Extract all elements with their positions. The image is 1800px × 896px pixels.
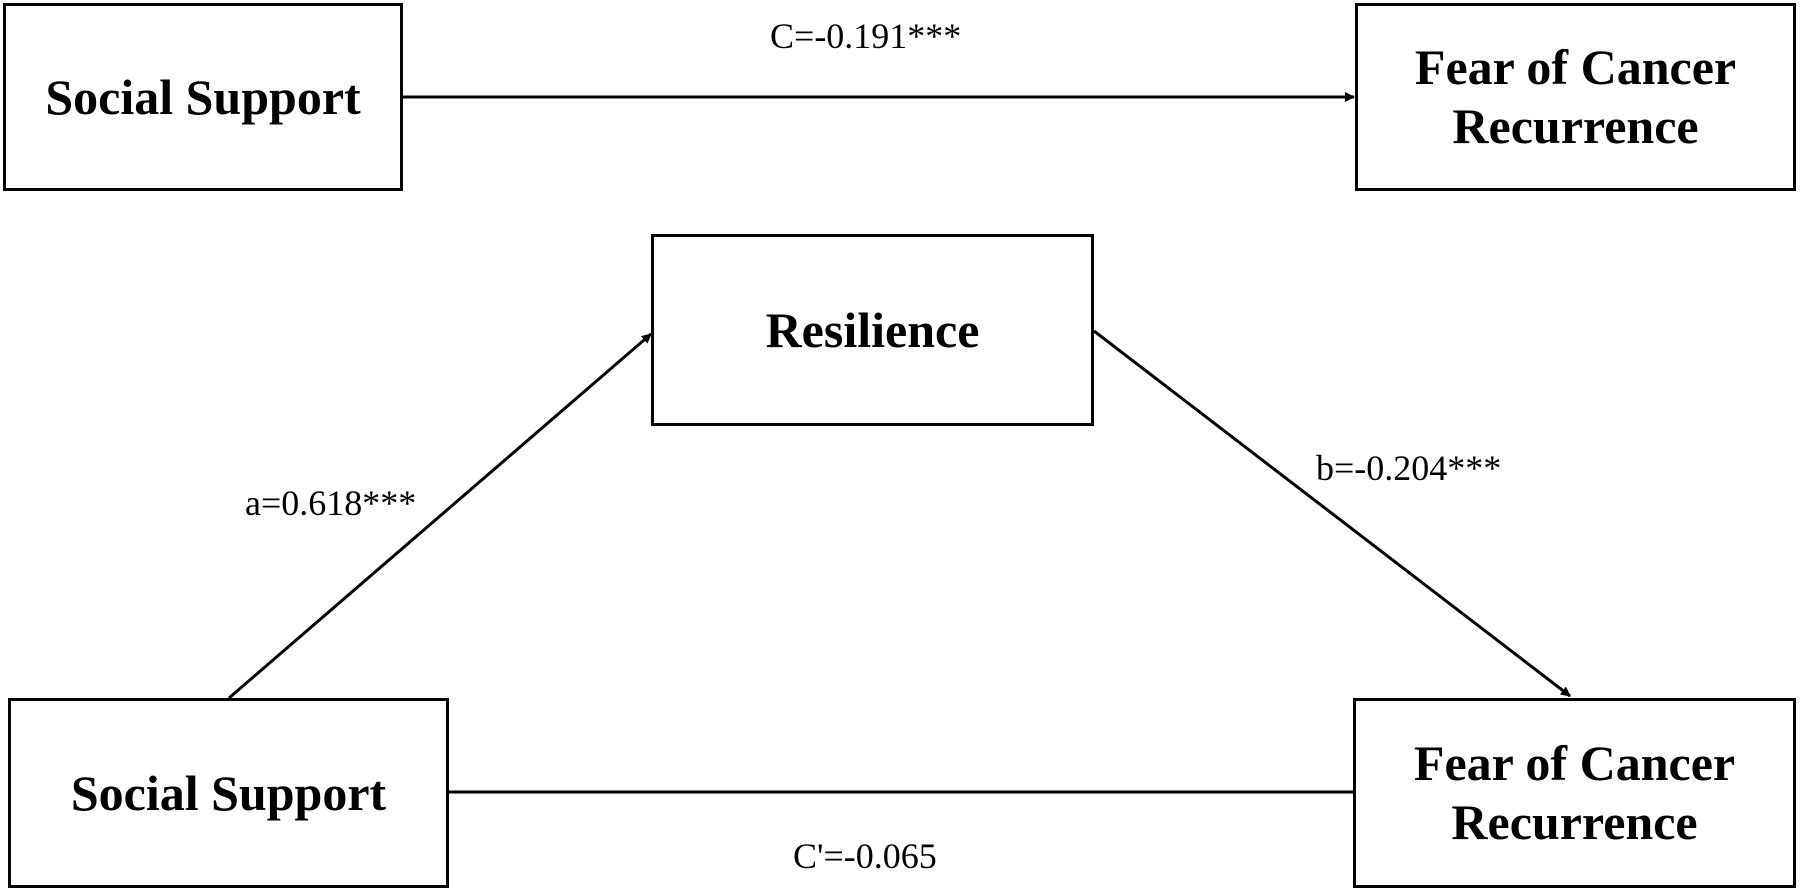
node-fear-recurrence-bottom: Fear of Cancer Recurrence: [1353, 698, 1796, 888]
node-social-support-top: Social Support: [3, 3, 403, 191]
node-fear-recurrence-top-label: Fear of Cancer Recurrence: [1414, 39, 1737, 154]
node-resilience: Resilience: [651, 234, 1094, 426]
label-path-c-prime: C'=-0.065: [793, 836, 937, 876]
label-path-b: b=-0.204***: [1316, 448, 1502, 488]
node-fear-recurrence-bottom-label: Fear of Cancer Recurrence: [1413, 735, 1736, 850]
node-fear-recurrence-top: Fear of Cancer Recurrence: [1355, 3, 1796, 191]
label-path-c: C=-0.191***: [770, 16, 962, 56]
arrow-path-b: [1093, 329, 1571, 698]
node-resilience-label: Resilience: [765, 301, 980, 358]
node-social-support-bottom-label: Social Support: [70, 764, 387, 821]
label-path-a: a=0.618***: [245, 483, 417, 523]
node-social-support-bottom: Social Support: [8, 698, 449, 888]
node-social-support-top-label: Social Support: [45, 68, 361, 125]
arrow-path-a: [228, 332, 652, 700]
